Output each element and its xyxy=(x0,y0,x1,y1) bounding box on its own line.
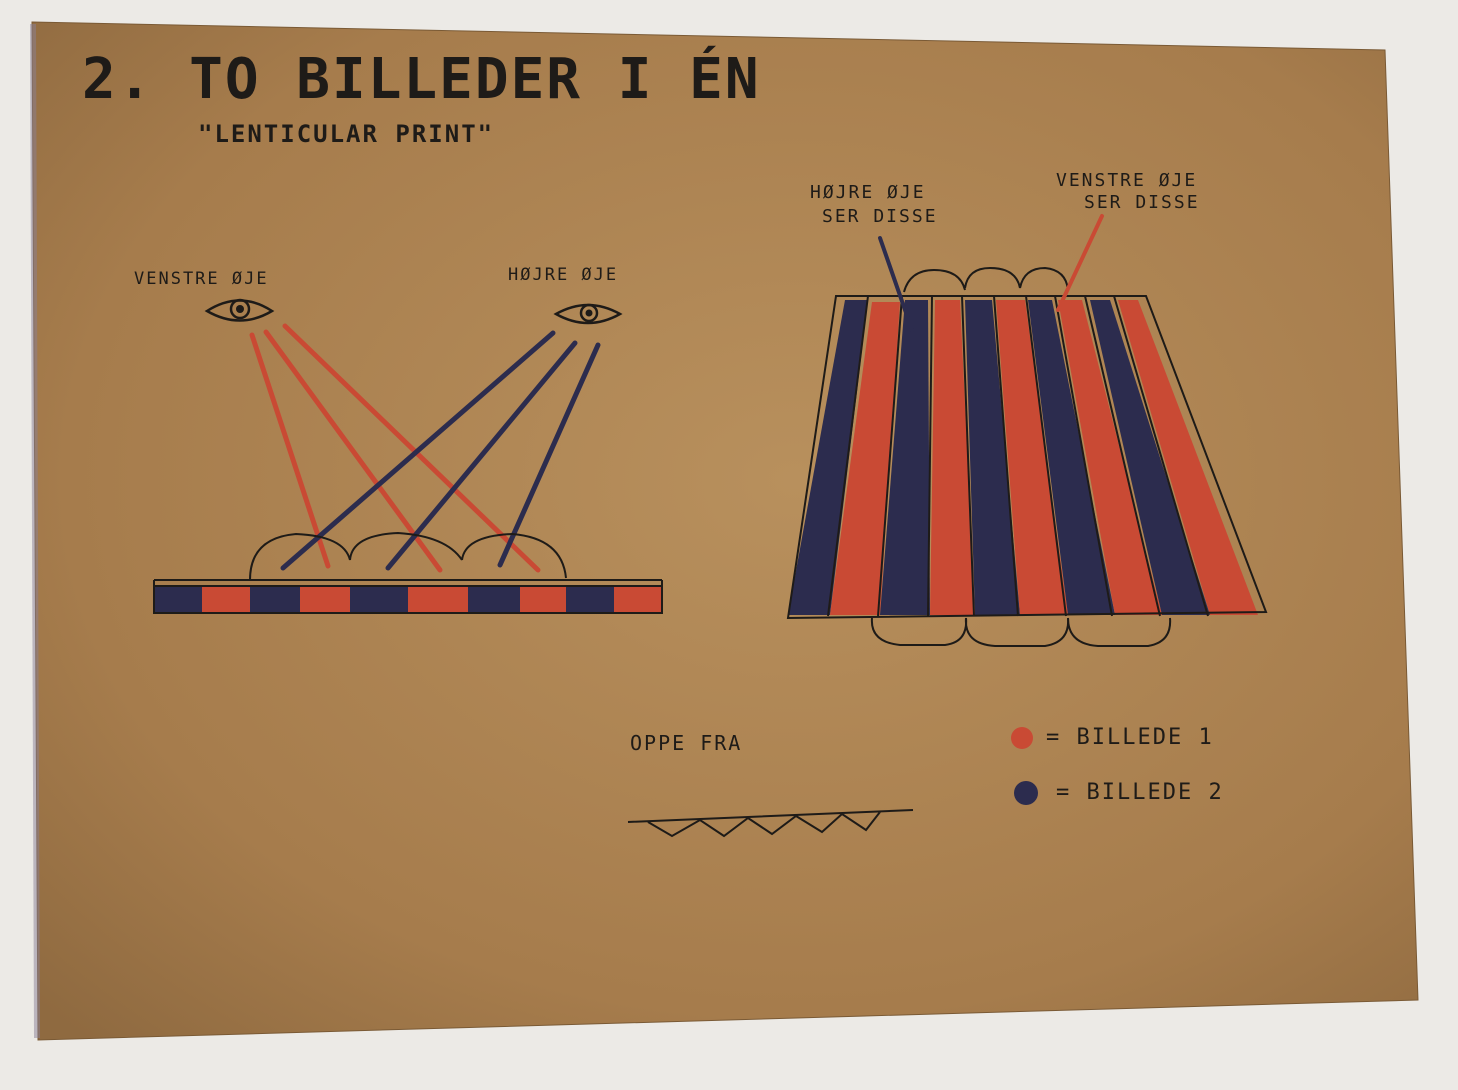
legend-label-billede-1: = BILLEDE 1 xyxy=(1046,725,1214,750)
lenticular-sheet-outline xyxy=(786,295,1268,620)
top-view-label: OPPE FRA xyxy=(630,731,742,755)
left-eye-sees-label-line2: SER DISSE xyxy=(1084,192,1200,213)
lens-bumps xyxy=(249,531,567,581)
paper-edge-shadow xyxy=(30,24,40,1038)
page-subtitle: "LENTICULAR PRINT" xyxy=(198,120,494,148)
top-view-diagram: OPPE FRA xyxy=(627,731,914,838)
right-eye-sight-lines xyxy=(280,330,601,571)
left-eye-sees-pointer xyxy=(1056,214,1104,312)
perspective-view-diagram: HØJRE ØJE SER DISSE VENSTRE ØJE SER DISS… xyxy=(786,170,1268,647)
legend: = BILLEDE 1 = BILLEDE 2 xyxy=(1011,725,1224,805)
right-eye-sees-label-line1: HØJRE ØJE xyxy=(810,182,926,203)
legend-swatch-billede-1 xyxy=(1011,727,1033,749)
legend-label-billede-2: = BILLEDE 2 xyxy=(1056,780,1224,805)
left-eye-sight-lines xyxy=(249,323,541,573)
lenticular-stripes xyxy=(788,300,1258,615)
top-view-sawtooth-profile xyxy=(627,809,914,838)
left-eye-icon xyxy=(204,298,275,322)
right-eye-label: HØJRE ØJE xyxy=(508,265,618,285)
print-strip xyxy=(153,579,663,614)
left-eye-label: VENSTRE ØJE xyxy=(134,269,269,289)
page-title: 2. TO BILLEDER I ÉN xyxy=(82,47,761,112)
right-eye-icon xyxy=(553,303,623,325)
right-eye-sees-label-line2: SER DISSE xyxy=(822,206,938,227)
right-eye-sees-pointer xyxy=(878,236,914,332)
side-view-diagram: VENSTRE ØJE HØJRE ØJE xyxy=(134,265,663,614)
lens-bumps-bottom xyxy=(870,617,1172,647)
left-eye-sees-label-line1: VENSTRE ØJE xyxy=(1056,170,1197,191)
legend-swatch-billede-2 xyxy=(1014,781,1038,805)
lens-bumps-top xyxy=(903,266,1069,293)
